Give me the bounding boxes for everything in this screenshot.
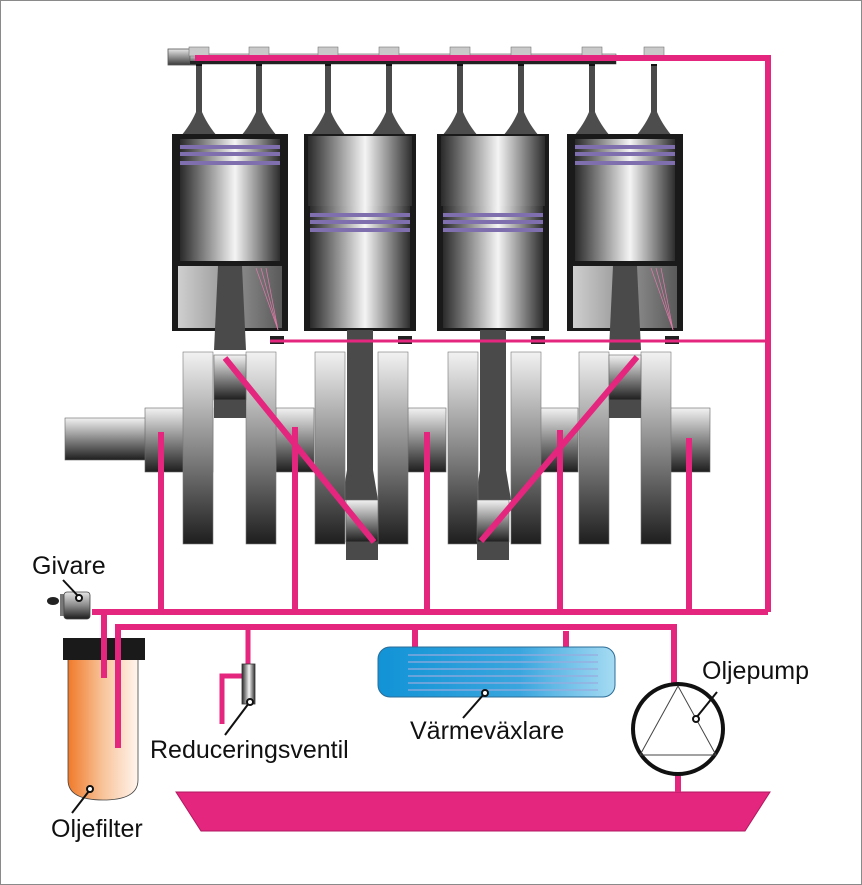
connecting-rod [342, 330, 378, 500]
oil-pump [631, 682, 725, 776]
pipe-rod-4 [478, 355, 640, 543]
cam-lobe [581, 46, 603, 57]
piston [443, 206, 543, 328]
rod-cap [609, 400, 641, 418]
crank-web [245, 351, 277, 545]
piston-ring [443, 213, 543, 217]
rod-journal [345, 499, 379, 543]
piston-ring [575, 161, 675, 165]
valve-head [574, 112, 610, 136]
cylinder-head-space [441, 136, 545, 206]
piston-ring [575, 145, 675, 149]
piston-ring [310, 220, 410, 224]
rod-cap [477, 542, 509, 560]
piston [310, 206, 410, 328]
piston-ring [310, 228, 410, 232]
piston-ring [575, 152, 675, 156]
oil-jet [660, 267, 674, 331]
cylinder-4 [567, 134, 683, 350]
crank-web [447, 351, 479, 545]
valve-stem [196, 66, 202, 130]
piston-ring [443, 220, 543, 224]
cylinder-3 [437, 134, 549, 500]
valve-stem [589, 66, 595, 130]
connecting-rod [609, 266, 641, 350]
valve-stem [457, 66, 463, 130]
crank-web [314, 351, 346, 545]
valve-head [503, 112, 539, 136]
piston-ring [180, 152, 280, 156]
piston-ring [443, 228, 543, 232]
crank-nose [64, 417, 150, 461]
label-oljefilter: Oljefilter [51, 815, 143, 843]
valve-head [371, 112, 407, 136]
valve-head [241, 112, 277, 136]
valve-head [442, 112, 478, 136]
label-oljepump: Oljepump [702, 657, 809, 685]
valve-head [310, 112, 346, 136]
pipe-cam-supply [195, 55, 771, 612]
rod-cap [346, 542, 378, 560]
cam-lobe [188, 46, 210, 57]
oil-jet [255, 267, 279, 331]
valve-stem [325, 66, 331, 130]
crankshaft [64, 351, 711, 560]
cylinder-head-space [308, 136, 412, 206]
crank-web [578, 351, 610, 545]
valve-stem [651, 66, 657, 130]
valve-head [636, 112, 672, 136]
cylinders [172, 134, 683, 500]
valve-stem [386, 66, 392, 130]
oil-jet [655, 267, 674, 331]
label-givare: Givare [32, 552, 106, 580]
rod-cap [214, 400, 246, 418]
cam-lobe [510, 46, 532, 57]
pipe-relief-return [219, 673, 242, 724]
heat-exchanger [377, 646, 616, 698]
cam-lobe [248, 46, 270, 57]
piston-ring [180, 145, 280, 149]
pipe-rod-1 [222, 356, 377, 544]
piston-ring [180, 161, 280, 165]
label-leaders [62, 579, 718, 814]
cam-lobe [643, 46, 665, 57]
valve-stem [256, 66, 262, 130]
connecting-rod [214, 266, 246, 350]
valve-stem [518, 66, 524, 130]
cam-lobe [378, 46, 400, 57]
oil-jet [260, 267, 279, 331]
cam-lobe [317, 46, 339, 57]
piston-ring [310, 213, 410, 217]
piston [180, 139, 280, 261]
connecting-rod [475, 330, 511, 500]
piston [575, 139, 675, 261]
oil-jet [650, 267, 674, 331]
oil-pan [175, 791, 771, 832]
oil-jet [265, 267, 279, 331]
crank-web [640, 351, 672, 545]
valve-head [181, 112, 217, 136]
cylinder-2 [304, 134, 416, 500]
pressure-relief-valve [241, 663, 256, 705]
label-varmevaxlare: Värmeväxlare [410, 717, 564, 745]
label-reduceringsventil: Reduceringsventil [150, 736, 349, 764]
crank-web [510, 351, 542, 545]
crank-web [377, 351, 409, 545]
cylinder-1 [172, 134, 288, 350]
oil-pressure-sensor [47, 591, 91, 620]
cam-lobe [449, 46, 471, 57]
valves [181, 64, 672, 136]
crank-web [182, 351, 214, 545]
